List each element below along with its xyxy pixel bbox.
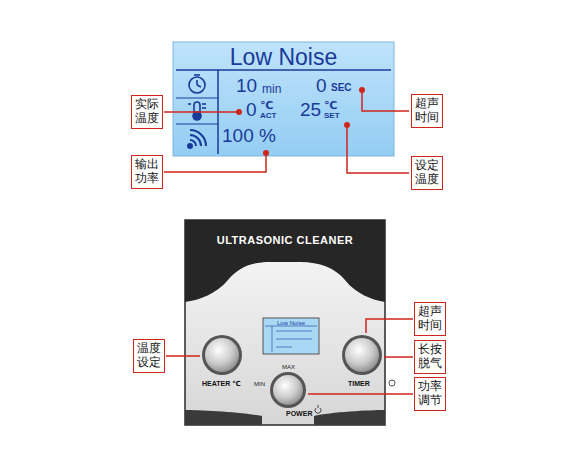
- power-icon: [188, 130, 206, 148]
- callout-box: 温度设定: [133, 339, 165, 373]
- leader-line: [166, 319, 413, 394]
- unit: ℃: [324, 100, 337, 111]
- callout-text: 长按脱气: [418, 343, 442, 371]
- knob-label: HEATER ℃: [202, 380, 241, 387]
- leader-dot: [236, 87, 365, 156]
- display-title: ULTRASONIC CLEANER: [185, 235, 385, 246]
- display-title: Low Noise: [173, 46, 394, 69]
- unit: ACT: [260, 112, 276, 120]
- callout-box: 设定温度: [411, 156, 443, 190]
- knob-label: POWER: [286, 410, 312, 417]
- lcd-display: Low Noise10min0SEC0℃ACT25℃SET100 %: [173, 42, 394, 156]
- callout-box: 超声时间: [411, 94, 443, 128]
- reading-value: 0: [316, 76, 327, 95]
- callout-text: 输出功率: [135, 158, 159, 186]
- device-panel: ULTRASONIC CLEANER Low NoiseHEATER ℃ TIMER…: [185, 220, 385, 425]
- callout-text: 温度设定: [137, 342, 161, 370]
- unit: min: [262, 83, 281, 95]
- scale-mark: MAX: [282, 364, 295, 370]
- callout-box: 实际温度: [131, 95, 163, 129]
- knob: [202, 335, 382, 408]
- unit: SET: [324, 112, 340, 120]
- reading-value: 0: [246, 100, 257, 119]
- lcd-screen: [173, 42, 394, 156]
- unit: ℃: [260, 100, 273, 111]
- mini-display: Low Noise: [263, 318, 319, 354]
- scale-mark: MIN: [254, 381, 265, 387]
- callout-text: 实际温度: [135, 98, 159, 126]
- callout-box: 功率调节: [414, 377, 446, 411]
- unit: SEC: [331, 83, 352, 93]
- callout-text: 功率调节: [418, 380, 442, 408]
- leader-line: [164, 92, 409, 173]
- thermometer-icon: [188, 102, 206, 120]
- callout-text: 超声时间: [418, 305, 442, 333]
- display-title: Low Noise: [263, 320, 319, 326]
- knob-label: TIMER: [348, 380, 370, 387]
- callout-text: 设定温度: [415, 159, 439, 187]
- reading-value: 10: [236, 76, 257, 95]
- callout-box: 超声时间: [414, 302, 446, 336]
- callout-box: 长按脱气: [414, 340, 446, 374]
- reading-value: 25: [300, 100, 321, 119]
- callout-text: 超声时间: [415, 97, 439, 125]
- clock-icon: [189, 75, 205, 93]
- callout-box: 输出功率: [131, 155, 163, 189]
- reading-value: 100 %: [222, 126, 276, 145]
